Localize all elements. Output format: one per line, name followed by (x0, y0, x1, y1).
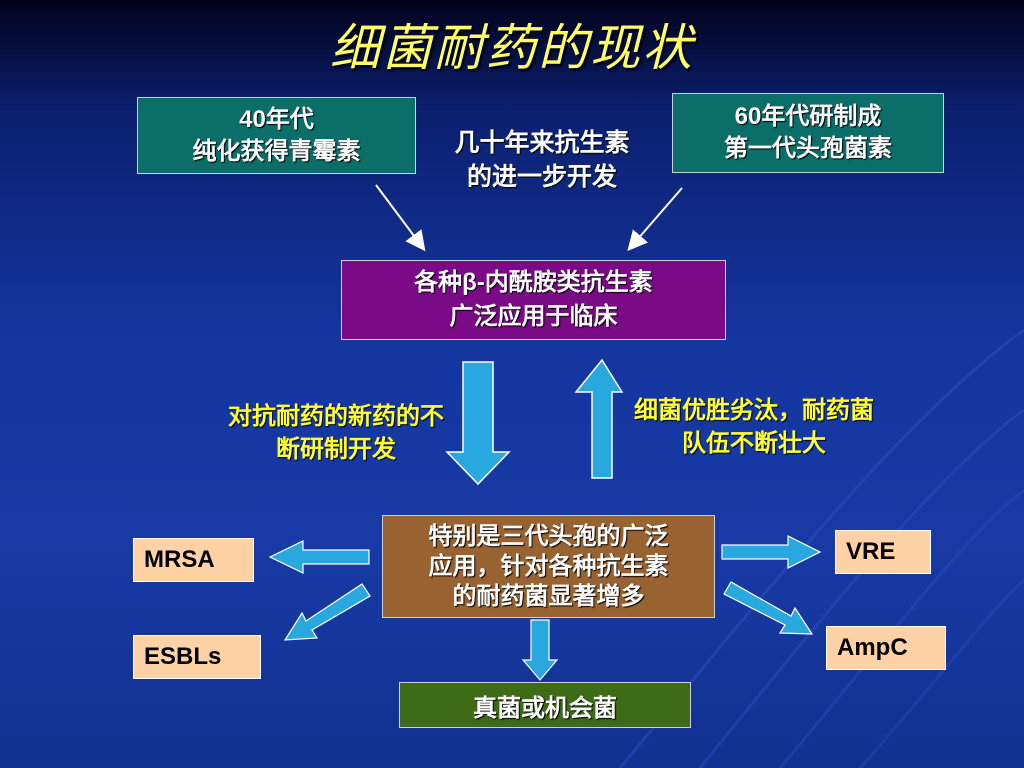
arrow-to-vre (721, 535, 822, 569)
label-new-drugs: 对抗耐药的新药的不 断研制开发 (196, 400, 476, 466)
box-1940s-line1: 40年代 (239, 105, 314, 133)
slide-title: 细菌耐药的现状 (330, 19, 694, 77)
box-1940s-line2: 纯化获得青霉素 (192, 137, 361, 165)
arrow-to-ampc (723, 581, 814, 635)
beta-lactam-line2: 广泛应用于临床 (449, 303, 618, 330)
outcome-esbls: ESBLs (133, 635, 261, 679)
arrow-big-up (574, 358, 624, 479)
box-1960s-cephalosporin: 60年代研制成 第一代头孢菌素 (672, 93, 944, 173)
outcome-mrsa: MRSA (133, 538, 254, 582)
decades-progress-line2: 的进一步开发 (466, 163, 617, 191)
box-fungi: 真菌或机会菌 (399, 682, 691, 728)
box-1960s-line1: 60年代研制成 (734, 103, 882, 130)
new-drugs-line2: 断研制开发 (276, 436, 396, 463)
beta-lactam-line1: 各种β-内酰胺类抗生素 (414, 269, 653, 296)
box-beta-lactam: 各种β-内酰胺类抗生素 广泛应用于临床 (341, 260, 726, 340)
box-1940s-penicillin: 40年代 纯化获得青霉素 (137, 97, 416, 174)
survival-line1: 细菌优胜劣汰，耐药菌 (634, 397, 874, 424)
box-third-gen-cephalosporin: 特别是三代头孢的广泛 应用，针对各种抗生素 的耐药菌显著增多 (382, 515, 715, 618)
survival-line2: 队伍不断壮大 (682, 430, 826, 457)
arrow-to-esbls (283, 583, 371, 641)
arrow-to-mrsa (268, 540, 370, 574)
box-1960s-line2: 第一代头孢菌素 (724, 135, 892, 162)
decades-progress-line1: 几十年来抗生素 (454, 129, 630, 157)
third-gen-line2: 应用，针对各种抗生素 (428, 552, 669, 580)
fungi-line1: 真菌或机会菌 (473, 694, 617, 722)
arrow-1940s-to-beta (375, 184, 426, 252)
third-gen-line1: 特别是三代头孢的广泛 (428, 522, 669, 550)
arrow-to-fungi (521, 619, 559, 681)
label-decades-progress: 几十年来抗生素 的进一步开发 (432, 126, 652, 194)
outcome-vre: VRE (835, 530, 931, 574)
arrow-big-down (445, 361, 511, 486)
outcome-ampc: AmpC (826, 626, 946, 670)
new-drugs-line1: 对抗耐药的新药的不 (228, 403, 444, 430)
third-gen-line3: 的耐药菌显著增多 (452, 582, 645, 610)
label-survival: 细菌优胜劣汰，耐药菌 队伍不断壮大 (604, 394, 904, 460)
arrow-1960s-to-beta (627, 187, 683, 252)
